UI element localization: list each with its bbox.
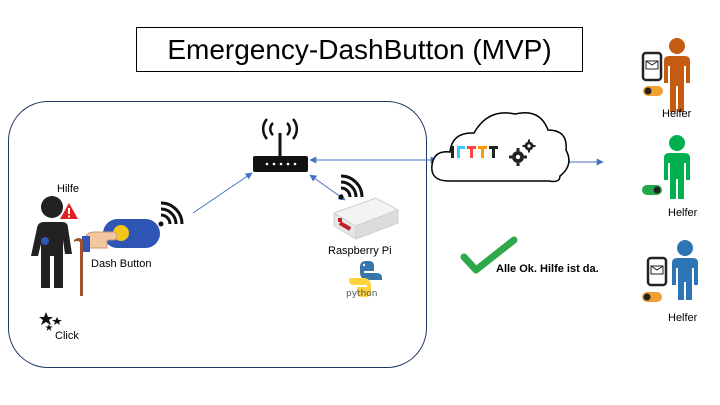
- raspberry-pi-label: Raspberry Pi: [328, 245, 392, 257]
- helper-2-label: Helfer: [668, 207, 698, 219]
- helper-3-phone-icon: [646, 256, 668, 287]
- router-icon: [253, 118, 308, 172]
- elderly-person-icon: [31, 196, 83, 296]
- arrow-dashbutton-to-router: [192, 172, 253, 214]
- helper-1-toggle-icon: [643, 86, 663, 96]
- helper-1-figure-icon: [664, 38, 690, 112]
- dash-wifi-signal-icon: [158, 201, 184, 227]
- raspberry-pi-icon: [332, 197, 400, 240]
- ifttt-logo-icon: [451, 146, 498, 158]
- hilfe-label: Hilfe: [57, 183, 80, 195]
- helper-2-toggle-icon: [642, 185, 662, 195]
- helper-3-toggle-icon: [642, 292, 662, 302]
- helper-2-figure-icon: [664, 135, 690, 199]
- check-icon: [460, 236, 518, 274]
- home-area-frame: [8, 101, 427, 368]
- diagram-title: Emergency-DashButton (MVP): [136, 27, 583, 72]
- helper-3-label: Helfer: [668, 312, 698, 324]
- status-message: Alle Ok. Hilfe ist da.: [496, 263, 599, 275]
- dash-button-icon: [82, 219, 160, 252]
- python-label: python: [346, 289, 378, 299]
- click-stars-icon: [39, 312, 62, 331]
- wifi-signal-icon: [338, 174, 364, 200]
- ifttt-cloud-icon: [431, 112, 570, 183]
- helper-1-label: Helfer: [662, 108, 692, 120]
- warning-icon: [60, 203, 78, 219]
- helper-3-figure-icon: [672, 240, 698, 300]
- click-label: Click: [55, 330, 79, 342]
- dash-button-label: Dash Button: [91, 258, 152, 270]
- helper-1-phone-icon: [641, 51, 663, 82]
- python-logo-icon: [349, 261, 382, 297]
- gears-icon: [509, 139, 536, 166]
